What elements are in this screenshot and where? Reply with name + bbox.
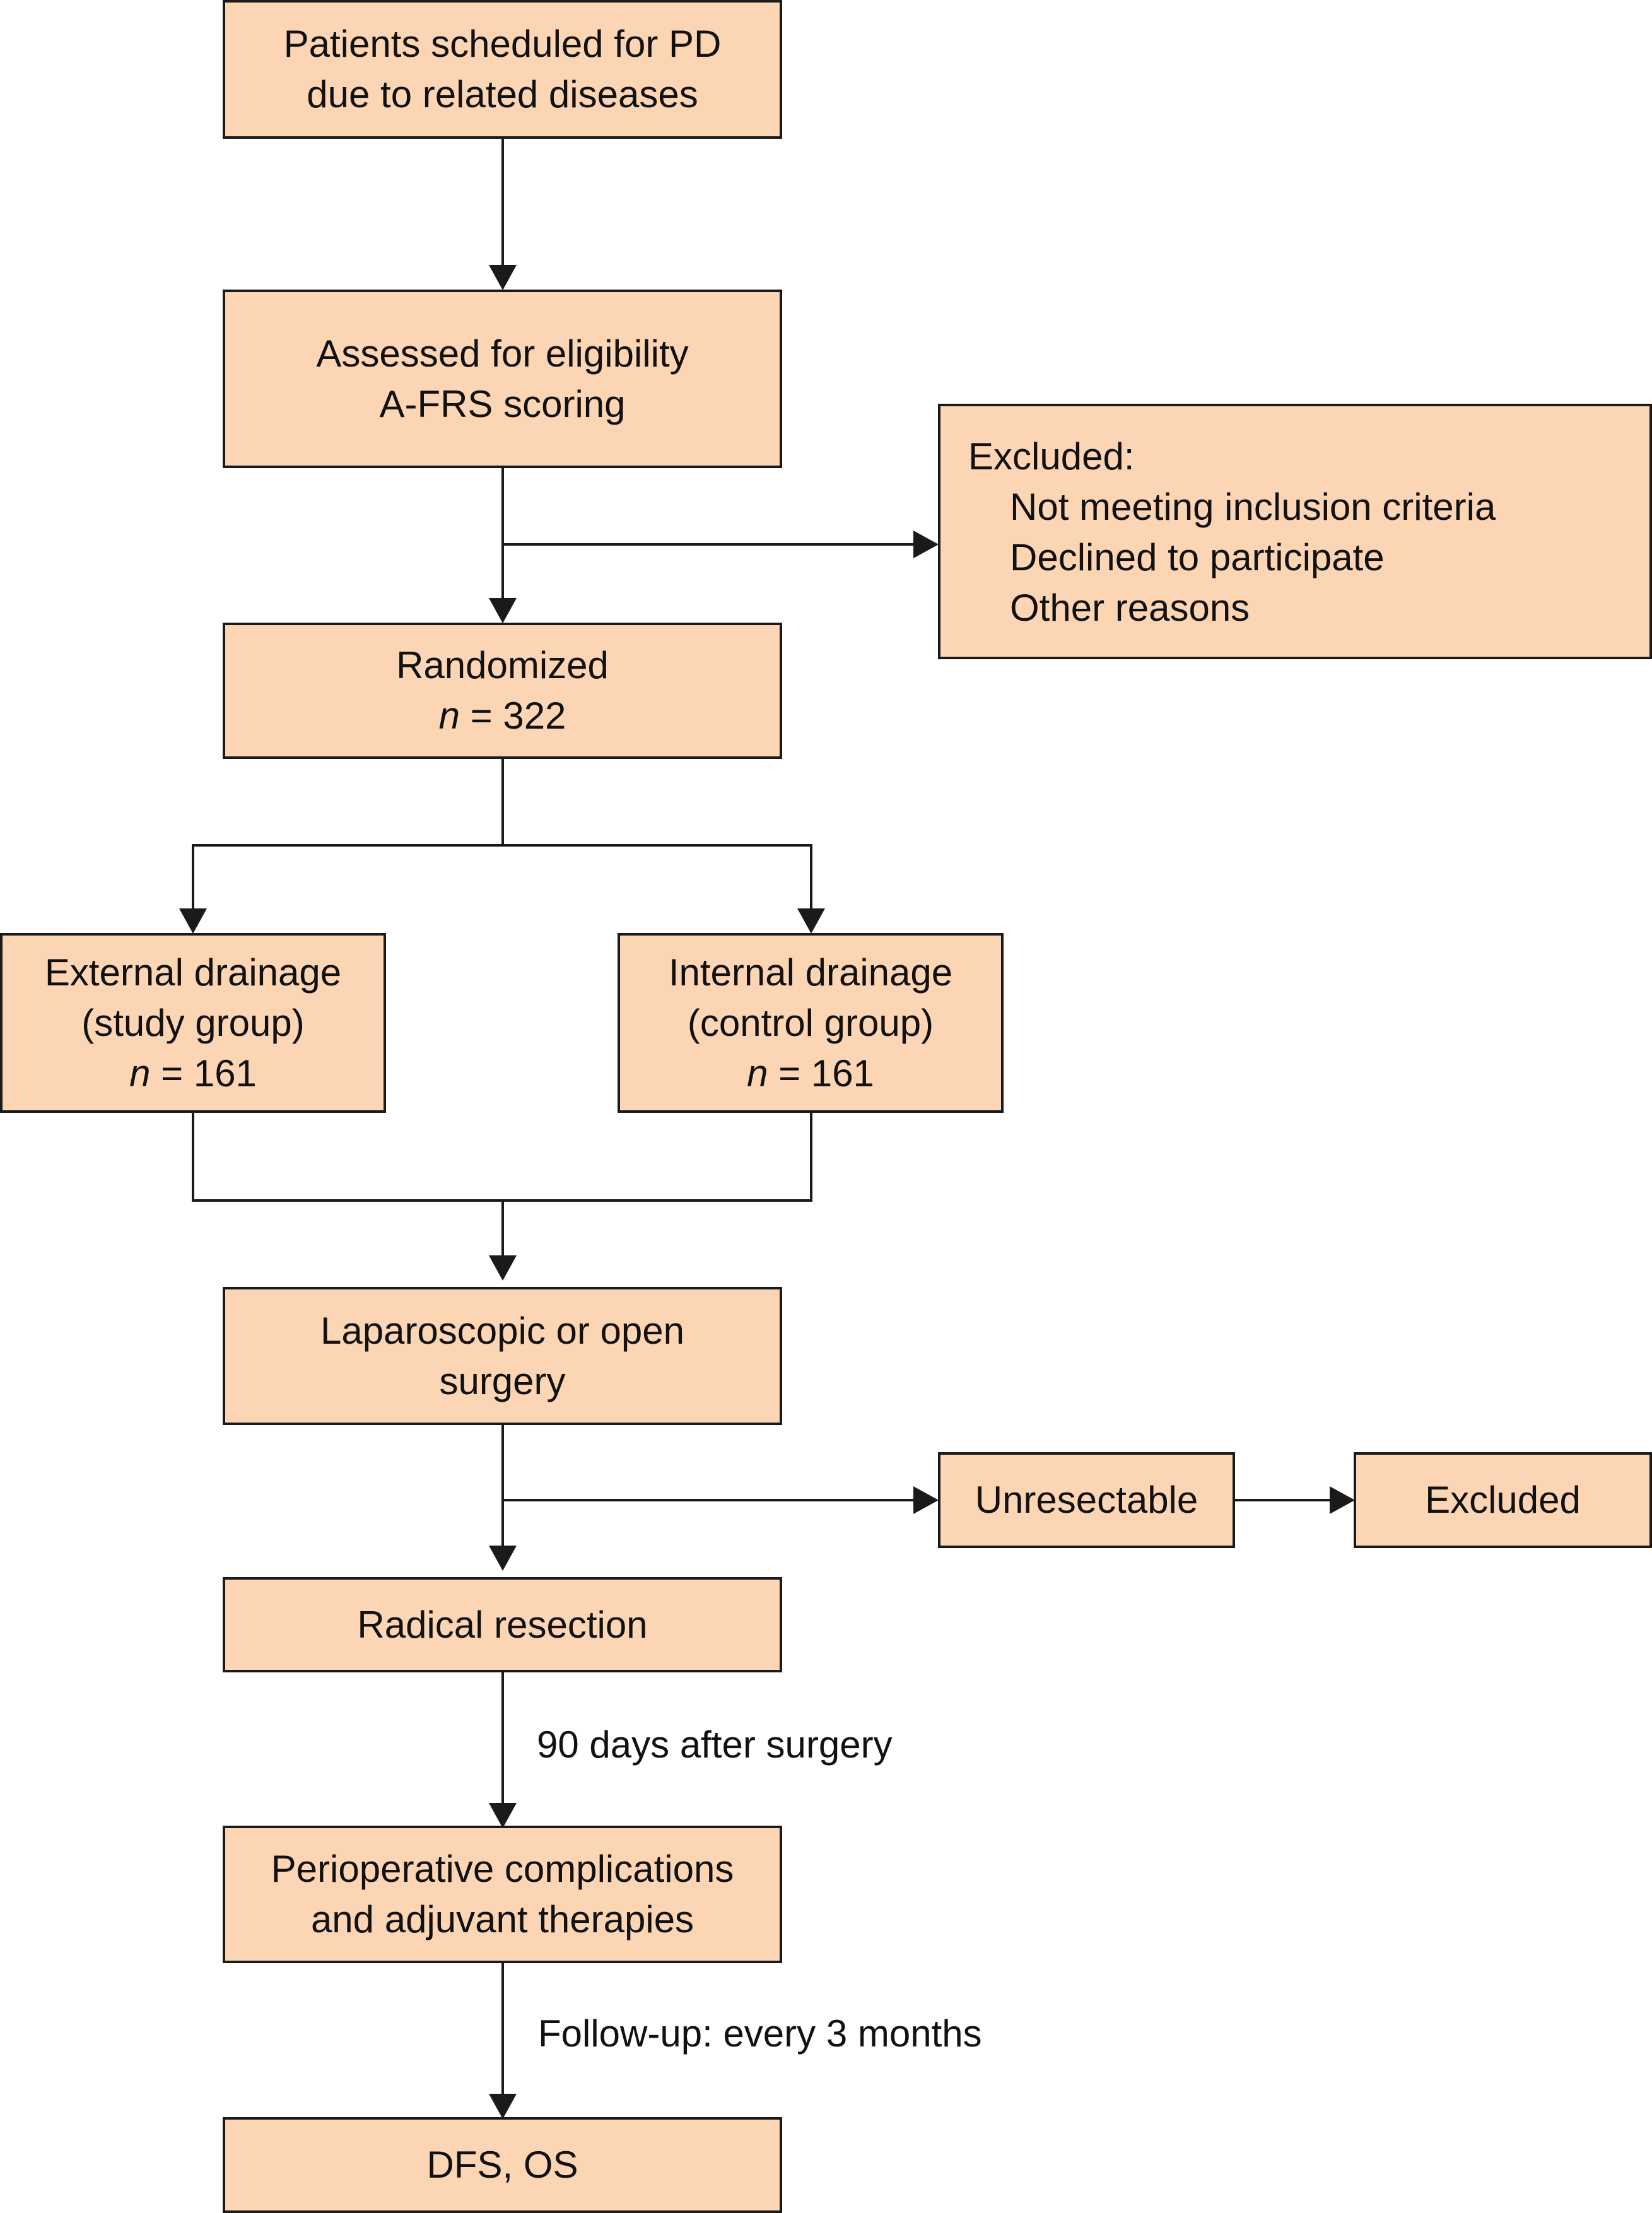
internal-count: n = 161: [747, 1048, 874, 1099]
arrowhead-randomized: [489, 598, 517, 623]
outcomes-label: DFS, OS: [426, 2144, 578, 2186]
arrowhead-excluded-2: [1330, 1486, 1355, 1514]
node-patients-line-2: due to related diseases: [307, 73, 698, 115]
edge-randomized-split: [192, 759, 504, 908]
arrowhead-excluded: [913, 531, 939, 558]
edge-groups-merge: [192, 1113, 812, 1202]
n-symbol: n: [747, 1052, 768, 1095]
arrowhead-outcomes: [489, 2094, 517, 2119]
node-radical-resection: Radical resection: [223, 1577, 782, 1672]
complications-line-2: and adjuvant therapies: [310, 1898, 694, 1940]
n-symbol: n: [129, 1052, 151, 1095]
excluded-reason-1: Not meeting inclusion criteria: [1010, 486, 1496, 528]
node-excluded-unresectable: Excluded: [1354, 1452, 1652, 1548]
excluded-2-label: Excluded: [1425, 1479, 1581, 1521]
n-symbol: n: [438, 695, 460, 737]
node-patients-line-1: Patients scheduled for PD: [283, 23, 722, 65]
radical-label: Radical resection: [357, 1603, 648, 1646]
arrowhead-surgery: [489, 1255, 517, 1281]
external-count: n = 161: [129, 1048, 257, 1099]
node-assessed-line-2: A-FRS scoring: [379, 382, 626, 425]
node-surgery: Laparoscopic or open surgery: [223, 1287, 782, 1425]
node-assessed-line-1: Assessed for eligibility: [316, 332, 689, 375]
node-complications: Perioperative complications and adjuvant…: [223, 1826, 782, 1963]
excluded-reason-3: Other reasons: [1010, 587, 1250, 629]
arrowhead-radical: [489, 1546, 517, 1571]
excluded-title: Excluded:: [968, 435, 1135, 478]
unresectable-label: Unresectable: [975, 1479, 1198, 1521]
node-excluded-criteria: Excluded: Not meeting inclusion criteria…: [938, 404, 1652, 659]
node-randomized: Randomized n = 322: [223, 623, 782, 759]
arrowhead-internal: [797, 908, 825, 934]
external-line-2: (study group): [81, 1001, 305, 1044]
internal-line-2: (control group): [687, 1001, 934, 1044]
node-outcomes: DFS, OS: [223, 2117, 782, 2213]
node-external-drainage: External drainage (study group) n = 161: [0, 933, 386, 1113]
internal-line-1: Internal drainage: [668, 951, 953, 994]
complications-line-1: Perioperative complications: [271, 1848, 734, 1890]
surgery-line-2: surgery: [439, 1359, 566, 1402]
arrowhead-assessed: [489, 265, 517, 290]
external-line-1: External drainage: [44, 951, 342, 994]
node-unresectable: Unresectable: [938, 1452, 1235, 1548]
node-internal-drainage: Internal drainage (control group) n = 16…: [618, 933, 1004, 1113]
node-patients: Patients scheduled for PD due to related…: [223, 0, 782, 139]
arrowhead-unresectable: [913, 1486, 939, 1514]
excluded-reason-2: Declined to participate: [1010, 536, 1385, 578]
arrowhead-external: [179, 908, 207, 934]
n-value: = 322: [470, 695, 566, 737]
n-value: = 161: [778, 1052, 874, 1095]
edge-label-follow-up: Follow-up: every 3 months: [538, 2012, 982, 2055]
n-value: = 161: [161, 1052, 257, 1095]
node-randomized-count: n = 322: [439, 691, 566, 741]
node-assessed: Assessed for eligibility A-FRS scoring: [223, 290, 782, 468]
surgery-line-1: Laparoscopic or open: [320, 1309, 685, 1352]
edge-randomized-split-right: [503, 844, 812, 908]
arrowhead-complications: [489, 1803, 517, 1828]
edge-label-after-surgery: 90 days after surgery: [537, 1723, 893, 1766]
node-randomized-label: Randomized: [396, 644, 609, 686]
